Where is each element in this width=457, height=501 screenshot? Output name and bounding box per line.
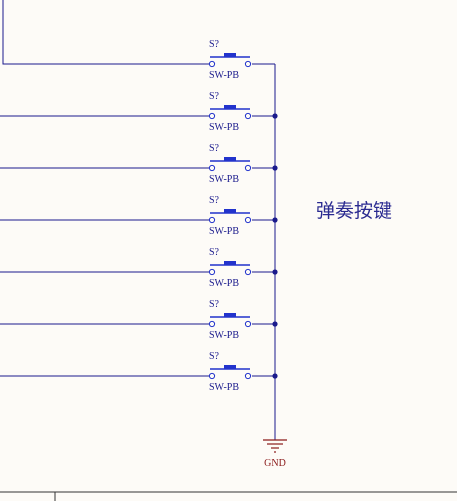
switch-actuator <box>224 261 236 265</box>
switch-actuator <box>224 53 236 57</box>
switch-terminal-right <box>244 112 252 120</box>
push-button-switch: S? SW-PB <box>0 143 278 185</box>
switch-ref-label: S? <box>209 299 220 310</box>
switch-terminal-right <box>244 216 252 224</box>
junction-dot <box>272 321 278 327</box>
junction-dot <box>272 217 278 223</box>
push-button-switch: S? SW-PB <box>0 195 278 237</box>
switch-type-label: SW-PB <box>209 330 239 341</box>
switch-ref-label: S? <box>209 143 220 154</box>
ground-label: GND <box>264 458 286 469</box>
push-button-switch: S? SW-PB <box>0 91 278 133</box>
switch-actuator <box>224 157 236 161</box>
switch-terminal-right <box>244 372 252 380</box>
switch-ref-label: S? <box>209 351 220 362</box>
switch-terminal-left <box>208 164 216 172</box>
feed-wire <box>2 0 209 65</box>
junction-dot <box>272 113 278 119</box>
switch-terminal-left <box>208 60 216 68</box>
switch-actuator <box>224 105 236 109</box>
switch-type-label: SW-PB <box>209 70 239 81</box>
switch-terminal-left <box>208 268 216 276</box>
push-button-switch: S? SW-PB <box>0 247 278 289</box>
switch-ref-label: S? <box>209 91 220 102</box>
switch-terminal-right <box>244 320 252 328</box>
switch-ref-label: S? <box>209 247 220 258</box>
switch-type-label: SW-PB <box>209 382 239 393</box>
switch-actuator <box>224 209 236 213</box>
switch-type-label: SW-PB <box>209 226 239 237</box>
switch-terminal-right <box>244 164 252 172</box>
switch-terminal-left <box>208 372 216 380</box>
junction-dot <box>272 269 278 275</box>
switch-terminal-left <box>208 216 216 224</box>
ground-symbol <box>263 439 287 453</box>
switch-list: S? SW-PB S? SW-PB S? SW-PB S? SW-PB S? SW-PB S? SW-… <box>0 39 278 393</box>
switch-type-label: SW-PB <box>209 174 239 185</box>
junction-dot <box>272 373 278 379</box>
switch-terminal-left <box>208 320 216 328</box>
switch-type-label: SW-PB <box>209 278 239 289</box>
switch-terminal-right <box>244 268 252 276</box>
switch-ref-label: S? <box>209 195 220 206</box>
block-title: 弹奏按键 <box>316 200 392 222</box>
switch-actuator <box>224 365 236 369</box>
push-button-switch: S? SW-PB <box>0 299 278 341</box>
switch-actuator <box>224 313 236 317</box>
push-button-switch: S? SW-PB <box>208 39 275 81</box>
switch-terminal-left <box>208 112 216 120</box>
switch-ref-label: S? <box>209 39 220 50</box>
switch-terminal-right <box>244 60 252 68</box>
junction-dot <box>272 165 278 171</box>
push-button-switch: S? SW-PB <box>0 351 278 393</box>
switch-type-label: SW-PB <box>209 122 239 133</box>
